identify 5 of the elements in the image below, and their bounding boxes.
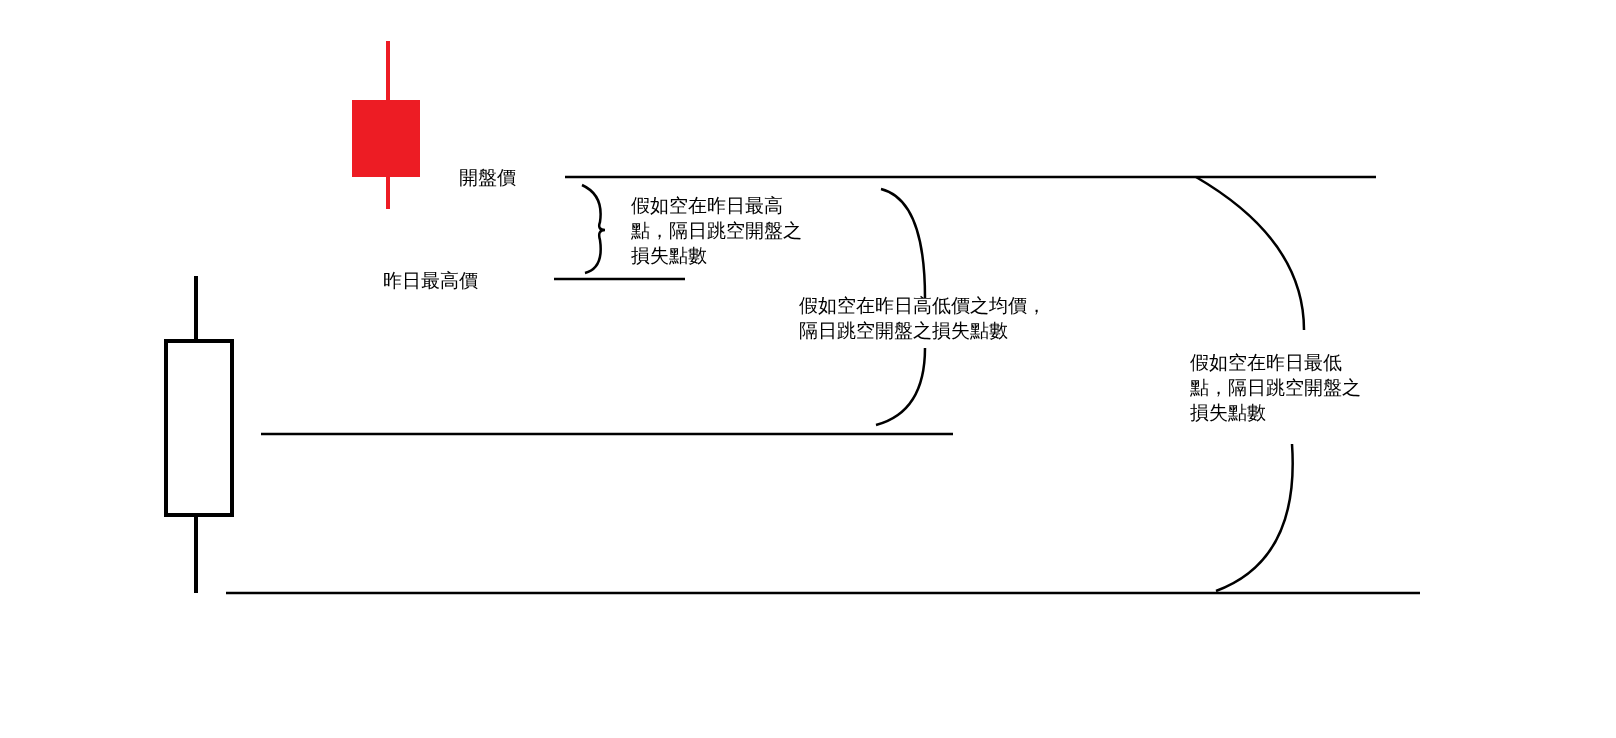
annotation-text: 假如空在昨日最高點，隔日跳空開盤之損失點數 (631, 193, 803, 268)
annotation-text: 假如空在昨日最低點，隔日跳空開盤之損失點數 (1190, 350, 1362, 425)
annotation-text: 假如空在昨日高低價之均價，隔日跳空開盤之損失點數 (799, 293, 1047, 343)
price-label: 昨日最高價 (383, 268, 479, 293)
price-label: 開盤價 (459, 165, 517, 190)
